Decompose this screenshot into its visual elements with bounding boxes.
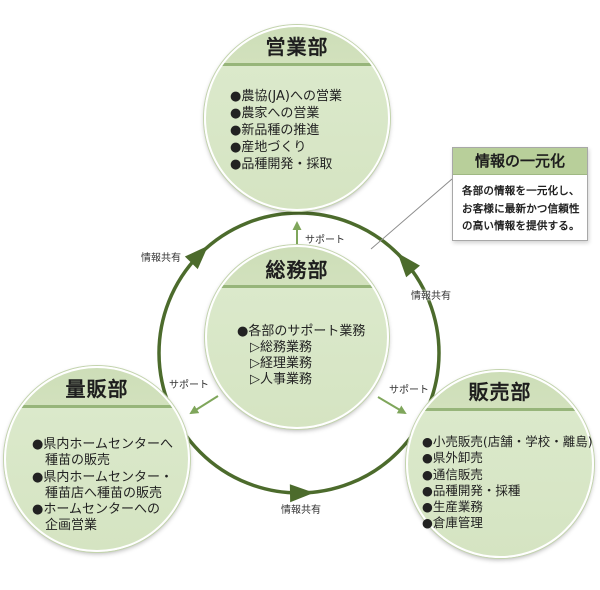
support-arrow-to-mass-retail [189, 395, 219, 415]
callout-body: 各部の情報を一元化し、 お客様に最新かつ信頼性 の高い情報を提供する。 [453, 175, 587, 236]
callout-connector-line [370, 178, 453, 250]
callout-line: 各部の情報を一元化し、 [462, 185, 580, 197]
duty-item: ●品種開発・採種 [422, 482, 521, 498]
duty-item: ●県内ホームセンター・ [32, 469, 173, 485]
support-arrow-to-retail-sales [377, 396, 407, 415]
duty-item: ●農家への営業 [230, 106, 320, 121]
sales-department-circle: 営業部 ●農協(JA)への営業 ●農家への営業 ●新品種の推進 ●産地づくり ●… [204, 25, 390, 211]
duty-item: ●通信販売 [422, 466, 483, 482]
department-title: 総務部 [265, 258, 329, 282]
duty-item: ●各部のサポート業務 [237, 324, 366, 339]
information-unification-callout: 情報の一元化 各部の情報を一元化し、 お客様に最新かつ信頼性 の高い情報を提供す… [452, 147, 588, 241]
support-label: サポート [389, 385, 429, 396]
duty-item: ●倉庫管理 [422, 515, 483, 531]
callout-title: 情報の一元化 [453, 148, 587, 175]
department-title: 量販部 [65, 377, 129, 401]
department-duty-list: ●農協(JA)への営業 ●農家への営業 ●新品種の推進 ●産地づくり ●品種開発… [230, 88, 342, 173]
duty-item: ●小売販売(店舗・学校・離島) [422, 434, 593, 449]
callout-line: の高い情報を提供する。 [462, 220, 580, 232]
duty-item-continuation: 企画営業 [45, 518, 98, 534]
duty-item: ●県外卸売 [422, 450, 483, 466]
ring-arrow-left [184, 245, 209, 270]
duty-item: ●生産業務 [422, 499, 483, 515]
department-title: 販売部 [468, 380, 532, 404]
duty-item: ●新品種の推進 [230, 123, 320, 138]
duty-item: ●品種開発・採取 [230, 157, 333, 172]
duty-item: ●ホームセンターへの [32, 502, 160, 518]
ring-arrow-right [397, 253, 420, 278]
duty-item: ●産地づくり [230, 140, 307, 155]
info-sharing-label: 情報共有 [411, 291, 451, 302]
callout-line: お客様に最新かつ信頼性 [462, 202, 580, 215]
duty-item: ●県内ホームセンターへ [32, 437, 173, 452]
support-label: サポート [169, 380, 209, 391]
general-affairs-department-circle: 総務部 ●各部のサポート業務 ▷総務業務 ▷経理業務 ▷人事業務 [205, 245, 389, 429]
info-sharing-label: 情報共有 [281, 505, 321, 516]
department-duty-list: ●県内ホームセンターへ 種苗の販売 ●県内ホームセンター・ 種苗店へ種苗の販売 … [32, 437, 173, 535]
duty-item-continuation: 種苗の販売 [45, 453, 111, 469]
duty-sub-item: ▷人事業務 [250, 372, 312, 387]
duty-sub-item: ▷経理業務 [250, 356, 312, 371]
retail-sales-department-circle: 販売部 ●小売販売(店舗・学校・離島) ●県外卸売 ●通信販売 ●品種開発・採種… [406, 370, 594, 558]
info-sharing-label: 情報共有 [141, 253, 181, 264]
department-duty-list: ●小売販売(店舗・学校・離島) ●県外卸売 ●通信販売 ●品種開発・採種 ●生産… [422, 434, 593, 532]
department-title: 営業部 [265, 35, 329, 59]
duty-item: ●農協(JA)への営業 [230, 89, 342, 104]
mass-retail-department-circle: 量販部 ●県内ホームセンターへ 種苗の販売 ●県内ホームセンター・ 種苗店へ種苗… [4, 366, 190, 552]
department-duty-list: ●各部のサポート業務 ▷総務業務 ▷経理業務 ▷人事業務 [237, 324, 365, 388]
duty-sub-item: ▷総務業務 [250, 340, 312, 355]
support-label: サポート [305, 235, 345, 246]
duty-item-continuation: 種苗店へ種苗の販売 [45, 485, 163, 501]
ring-arrow-bottom [289, 484, 314, 503]
